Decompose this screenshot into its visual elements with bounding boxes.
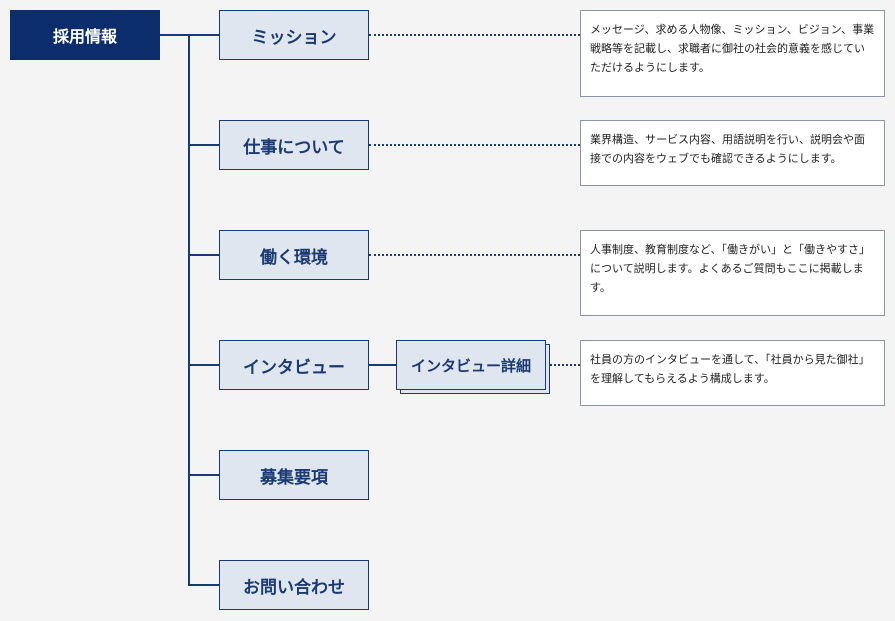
branch-6 [188, 584, 219, 586]
node-label: ミッション [251, 27, 337, 48]
desc-text: 人事制度、教育制度など、「働きがい」と「働きやすさ」について説明します。よくある… [590, 243, 870, 294]
desc-work: 業界構造、サービス内容、用語説明を行い、説明会や面接での内容をウェブでも確認でき… [580, 120, 885, 186]
sub-node-label: インタビュー詳細 [410, 356, 531, 375]
desc-text: 業界構造、サービス内容、用語説明を行い、説明会や面接での内容をウェブでも確認でき… [590, 133, 865, 165]
dotted-connector-3 [369, 254, 580, 256]
branch-4 [188, 364, 219, 366]
node-interview-detail: インタビュー詳細 [396, 340, 546, 390]
branch-2 [188, 144, 219, 146]
node-work: 仕事について [219, 120, 369, 170]
sub-connector [369, 364, 396, 366]
node-label: 仕事について [243, 137, 345, 158]
branch-1 [188, 34, 219, 36]
node-requirements: 募集要項 [219, 450, 369, 500]
desc-text: 社員の方のインタビューを通して、「社員から見た御社」を理解してもらえるよう構成し… [590, 353, 870, 385]
root-connector [160, 34, 190, 36]
node-interview: インタビュー [219, 340, 369, 390]
desc-environment: 人事制度、教育制度など、「働きがい」と「働きやすさ」について説明します。よくある… [580, 230, 885, 316]
desc-interview: 社員の方のインタビューを通して、「社員から見た御社」を理解してもらえるよう構成し… [580, 340, 885, 406]
dotted-connector-4 [550, 364, 580, 366]
root-node: 採用情報 [10, 10, 160, 60]
node-contact: お問い合わせ [219, 560, 369, 610]
node-label: お問い合わせ [243, 577, 345, 598]
node-label: 募集要項 [260, 467, 328, 488]
dotted-connector-2 [369, 144, 580, 146]
trunk-line [188, 34, 190, 585]
node-label: インタビュー [243, 357, 345, 378]
branch-5 [188, 474, 219, 476]
dotted-connector-1 [369, 34, 580, 36]
desc-mission: メッセージ、求める人物像、ミッション、ビジョン、事業戦略等を記載し、求職者に御社… [580, 10, 885, 97]
branch-3 [188, 254, 219, 256]
node-environment: 働く環境 [219, 230, 369, 280]
node-mission: ミッション [219, 10, 369, 60]
node-label: 働く環境 [260, 247, 328, 268]
desc-text: メッセージ、求める人物像、ミッション、ビジョン、事業戦略等を記載し、求職者に御社… [590, 23, 875, 74]
root-label: 採用情報 [52, 27, 117, 46]
